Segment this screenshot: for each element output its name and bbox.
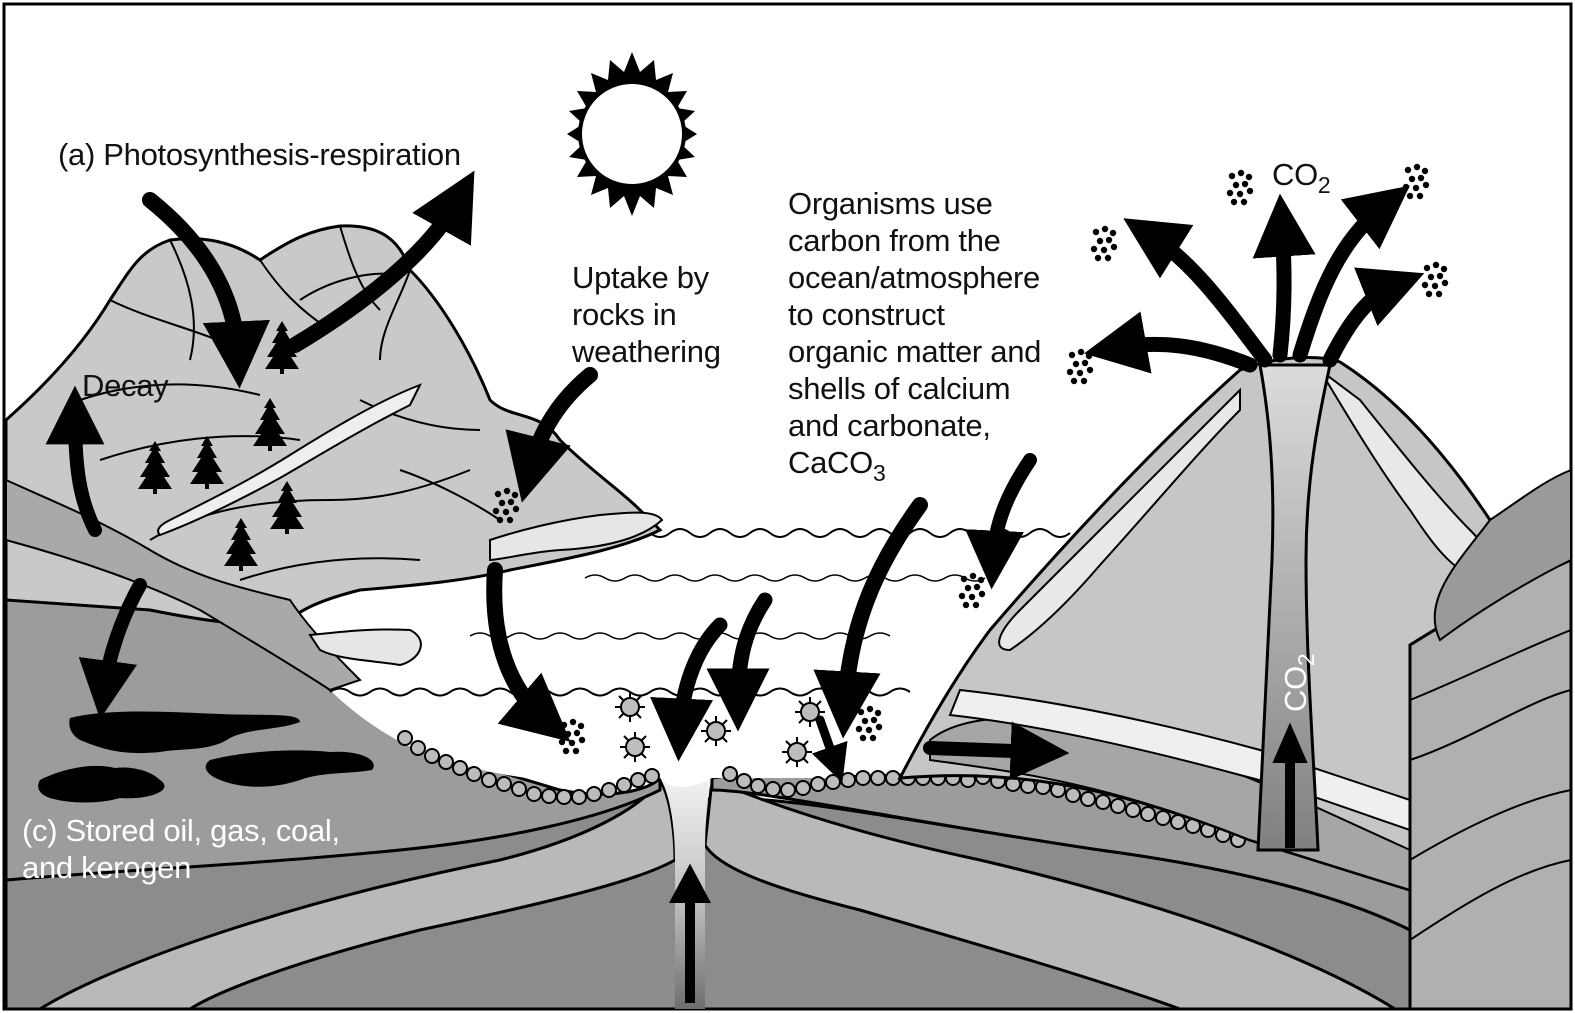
uptake-line-3: weathering [572, 334, 721, 370]
label-photosynthesis: (a) Photosynthesis-respiration [58, 137, 461, 173]
organisms-line-6: shells of calcium [788, 371, 1010, 407]
organisms-line-4: to construct [788, 297, 945, 333]
label-co2-air: CO2 [1272, 157, 1330, 195]
organisms-line-3: ocean/atmosphere [788, 260, 1040, 296]
stored-line-1: (c) Stored oil, gas, coal, [22, 813, 340, 849]
caco3-prefix: CaCO [788, 445, 873, 480]
co2-air-sub: 2 [1318, 172, 1331, 198]
organisms-line-5: organic matter and [788, 334, 1041, 370]
caco3-sub: 3 [873, 460, 886, 486]
organisms-line-2: carbon from the [788, 223, 1001, 259]
organisms-line-1: Organisms use [788, 186, 993, 222]
label-co2-vent: CO2 [1278, 652, 1314, 712]
uptake-line-2: rocks in [572, 297, 676, 333]
uptake-line-1: Uptake by [572, 260, 709, 296]
arrow-subduction [930, 748, 1040, 752]
organisms-line-8: CaCO3 [788, 445, 885, 483]
organisms-line-7: and carbonate, [788, 408, 991, 444]
label-decay: Decay [82, 368, 168, 404]
co2-vent-prefix: CO [1278, 666, 1313, 712]
co2-vent-sub: 2 [1293, 654, 1319, 667]
arrow-volcano-2 [1280, 225, 1284, 355]
stored-line-2: and kerogen [22, 850, 191, 886]
co2-air-prefix: CO [1272, 157, 1318, 192]
